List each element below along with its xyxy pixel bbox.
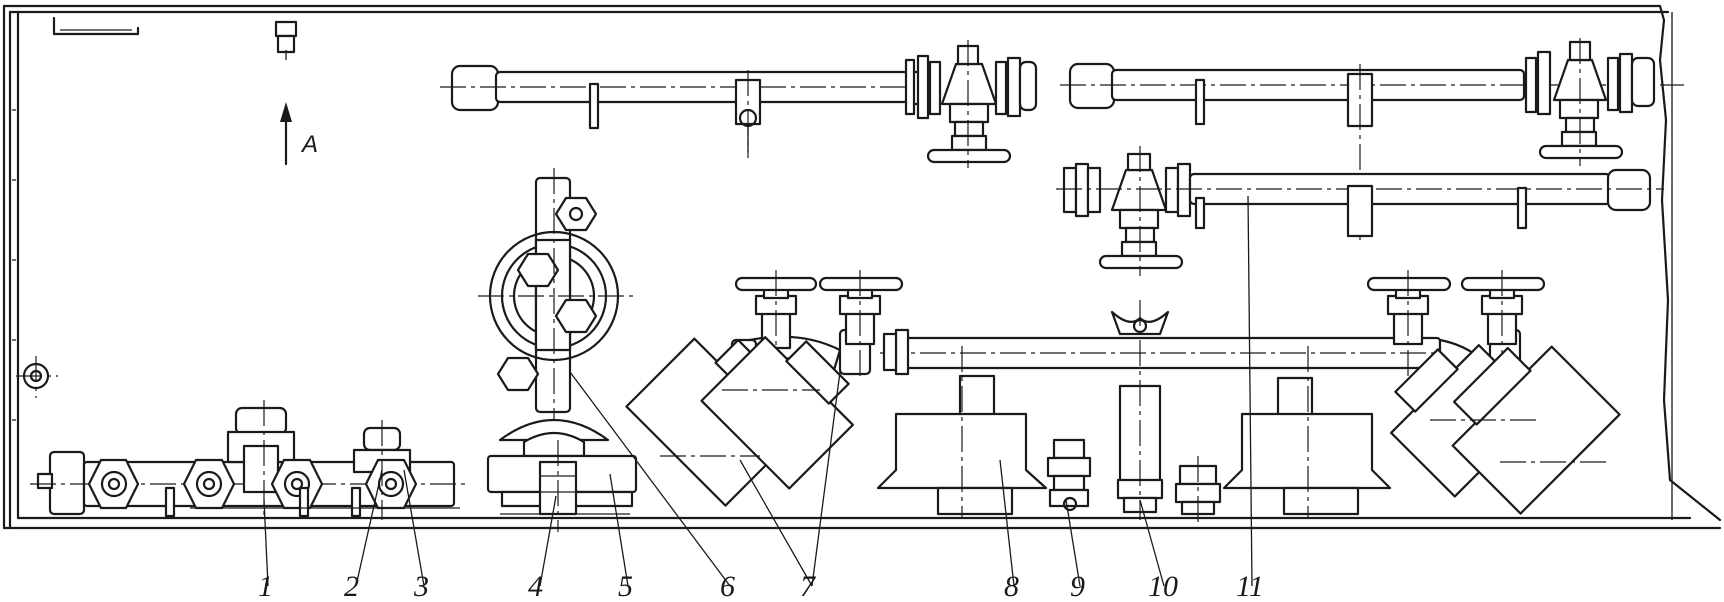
manifold-nut-2 bbox=[182, 458, 236, 510]
callout-7: 7 bbox=[800, 570, 817, 602]
upper-pipe-left bbox=[440, 40, 1038, 168]
callout-5: 5 bbox=[618, 570, 633, 602]
callout-8: 8 bbox=[1004, 570, 1019, 602]
grounding-point bbox=[16, 356, 58, 398]
insulator-right bbox=[1222, 346, 1392, 518]
callout-10: 10 bbox=[1148, 570, 1178, 602]
central-pipe-with-valves bbox=[730, 270, 1546, 390]
insulator-left bbox=[876, 346, 1048, 518]
valve-base bbox=[486, 418, 638, 532]
view-label: A bbox=[300, 131, 318, 158]
manifold-nut-4 bbox=[364, 458, 418, 510]
manifold-nut-3 bbox=[270, 458, 324, 510]
cable-gland bbox=[1046, 438, 1092, 512]
callout-6: 6 bbox=[720, 570, 735, 602]
angled-cylinders-left bbox=[625, 336, 854, 507]
angled-cylinders-right bbox=[1390, 344, 1621, 515]
sight-glass bbox=[478, 168, 634, 430]
leader-lines bbox=[263, 195, 1253, 587]
callout-labels: 1 2 3 4 5 6 7 8 9 10 11 bbox=[258, 570, 1264, 602]
terminal-small bbox=[1174, 456, 1222, 522]
callout-4: 4 bbox=[528, 570, 543, 602]
top-fitting bbox=[274, 20, 298, 60]
upper-pipe-right bbox=[1060, 38, 1684, 240]
callout-3: 3 bbox=[413, 570, 429, 602]
middle-pipe bbox=[1056, 146, 1664, 276]
view-arrow: A bbox=[280, 102, 318, 166]
manifold-nut-1 bbox=[87, 458, 140, 510]
callout-11: 11 bbox=[1236, 570, 1264, 602]
wing-nut-terminal bbox=[1110, 300, 1170, 520]
callout-1: 1 bbox=[258, 570, 273, 602]
callout-9: 9 bbox=[1070, 570, 1085, 602]
callout-2: 2 bbox=[344, 570, 359, 602]
lower-manifold bbox=[30, 400, 466, 520]
